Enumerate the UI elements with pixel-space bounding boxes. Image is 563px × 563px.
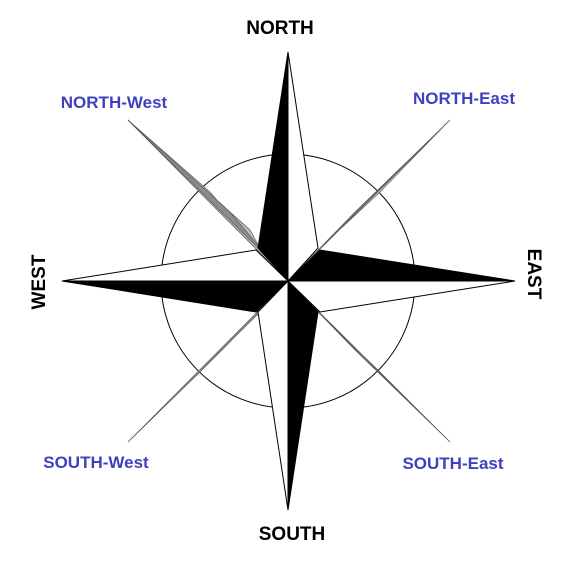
point-north-west [127,119,289,282]
label-north: NORTH [246,18,314,39]
label-south-west: SOUTH-West [43,453,149,472]
label-west: WEST [29,254,50,309]
label-north-west: NORTH-West [61,93,168,112]
point-north [257,51,319,283]
label-east: EAST [523,249,544,300]
point-east [286,249,516,313]
point-west [61,249,290,313]
label-south-east: SOUTH-East [402,454,503,473]
label-south: SOUTH [259,524,326,545]
label-north-east: NORTH-East [413,89,515,108]
point-south [257,279,319,511]
